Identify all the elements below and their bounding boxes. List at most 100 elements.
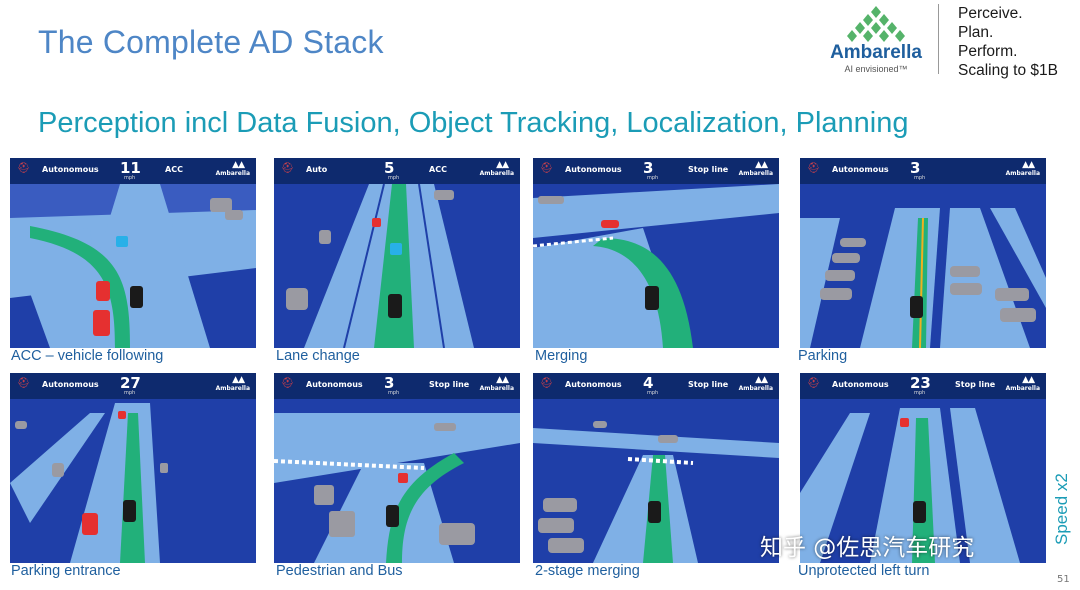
hud-mode: Autonomous bbox=[565, 380, 622, 389]
tile-caption: Parking entrance bbox=[11, 563, 121, 579]
hud-speed: 5 bbox=[384, 159, 395, 177]
driver-icon: ⛑ bbox=[540, 163, 553, 174]
road-scene bbox=[800, 208, 1046, 348]
road-scene bbox=[533, 184, 779, 348]
hud-mode: Autonomous bbox=[42, 380, 99, 389]
scenario-tile-merging: ⛑ Autonomous 3 mph Stop line ▲▲ Ambarell… bbox=[533, 158, 779, 348]
tile-caption: Parking bbox=[798, 348, 848, 364]
hud-brand: Ambarella bbox=[215, 170, 250, 177]
driver-icon: ⛑ bbox=[807, 163, 820, 174]
road-scene bbox=[533, 421, 779, 563]
hud-mode: Autonomous bbox=[832, 380, 889, 389]
scenario-tile-parking: ⛑ Autonomous 3 mph ▲▲ Ambarella bbox=[800, 158, 1046, 348]
hud-logo-icon: ▲▲ bbox=[496, 160, 509, 170]
scenario-tile-unprotected-left-turn: ⛑ Autonomous 23 mph Stop line ▲▲ Ambarel… bbox=[800, 373, 1046, 563]
hud-bar: ⛑ Autonomous 4 mph Stop line ▲▲ Ambarell… bbox=[533, 373, 779, 399]
page-number: 51 bbox=[1057, 574, 1070, 585]
hud-brand: Ambarella bbox=[215, 385, 250, 392]
scenario-tile-parking-entrance: ⛑ Autonomous 27 mph ▲▲ Ambarella bbox=[10, 373, 256, 563]
hud-speed: 3 bbox=[384, 374, 395, 392]
hud-bar: ⛑ Autonomous 3 mph Stop line ▲▲ Ambarell… bbox=[274, 373, 520, 399]
scenario-tile-lane-change: ⛑ Auto 5 mph ACC ▲▲ Ambarella bbox=[274, 158, 520, 348]
tagline-line: Plan. bbox=[958, 24, 994, 41]
driver-icon: ⛑ bbox=[807, 378, 820, 389]
ambarella-logo-icon bbox=[847, 6, 905, 42]
hud-status: Stop line bbox=[688, 165, 729, 174]
tagline-line: Perform. bbox=[958, 43, 1018, 60]
hud-speed: 27 bbox=[120, 374, 141, 392]
hud-logo-icon: ▲▲ bbox=[755, 375, 768, 385]
hud-brand: Ambarella bbox=[1005, 170, 1040, 177]
hud-status: Stop line bbox=[688, 380, 729, 389]
logo-name: Ambarella bbox=[830, 42, 922, 63]
driver-icon: ⛑ bbox=[540, 378, 553, 389]
tile-caption: Pedestrian and Bus bbox=[276, 563, 403, 579]
road-scene bbox=[10, 184, 256, 348]
logo-divider bbox=[938, 4, 939, 74]
hud-brand: Ambarella bbox=[738, 385, 773, 392]
hud-logo-icon: ▲▲ bbox=[755, 160, 768, 170]
hud-mode: Autonomous bbox=[42, 165, 99, 174]
driver-icon: ⛑ bbox=[281, 163, 294, 174]
hud-mode: Autonomous bbox=[565, 165, 622, 174]
hud-unit: mph bbox=[647, 175, 659, 181]
scenario-tile-pedestrian-bus: ⛑ Autonomous 3 mph Stop line ▲▲ Ambarell… bbox=[274, 373, 520, 563]
hud-brand: Ambarella bbox=[479, 170, 514, 177]
hud-logo-icon: ▲▲ bbox=[232, 160, 245, 170]
hud-unit: mph bbox=[124, 390, 136, 396]
hud-unit: mph bbox=[388, 175, 400, 181]
hud-speed: 23 bbox=[910, 374, 931, 392]
hud-logo-icon: ▲▲ bbox=[1022, 375, 1035, 385]
slide-subtitle: Perception incl Data Fusion, Object Trac… bbox=[38, 107, 909, 139]
hud-brand: Ambarella bbox=[479, 385, 514, 392]
road-scene bbox=[10, 403, 168, 563]
hud-speed: 4 bbox=[643, 374, 654, 392]
hud-bar: ⛑ Auto 5 mph ACC ▲▲ Ambarella bbox=[274, 158, 520, 184]
hud-bar: ⛑ Autonomous 3 mph ▲▲ Ambarella bbox=[800, 158, 1046, 184]
hud-bar: ⛑ Autonomous 3 mph Stop line ▲▲ Ambarell… bbox=[533, 158, 779, 184]
road-scene bbox=[800, 408, 1020, 563]
tile-caption: Unprotected left turn bbox=[798, 563, 930, 579]
tile-caption: Lane change bbox=[276, 348, 360, 364]
hud-speed: 3 bbox=[910, 159, 921, 177]
hud-logo-icon: ▲▲ bbox=[232, 375, 245, 385]
slide-title: The Complete AD Stack bbox=[38, 24, 384, 60]
road-scene bbox=[274, 413, 520, 563]
hud-status: ACC bbox=[165, 165, 183, 174]
hud-mode: Autonomous bbox=[306, 380, 363, 389]
tagline-line: Perceive. bbox=[958, 5, 1023, 22]
hud-speed: 3 bbox=[643, 159, 654, 177]
scenario-tile-acc: ⛑ Autonomous 11 mph ACC ▲▲ Ambarella bbox=[10, 158, 256, 348]
tagline: Perceive. Plan. Perform. Scaling to $1B bbox=[958, 4, 1058, 80]
driver-icon: ⛑ bbox=[17, 163, 30, 174]
scenario-tile-two-stage-merging: ⛑ Autonomous 4 mph Stop line ▲▲ Ambarell… bbox=[533, 373, 779, 563]
hud-mode: Autonomous bbox=[832, 165, 889, 174]
hud-brand: Ambarella bbox=[738, 170, 773, 177]
hud-unit: mph bbox=[388, 390, 400, 396]
hud-status: Stop line bbox=[955, 380, 996, 389]
hud-unit: mph bbox=[914, 390, 926, 396]
hud-bar: ⛑ Autonomous 27 mph ▲▲ Ambarella bbox=[10, 373, 256, 399]
hud-speed: 11 bbox=[120, 159, 141, 177]
hud-status: ACC bbox=[429, 165, 447, 174]
logo-block: Ambarella AI envisioned™ bbox=[820, 4, 932, 76]
hud-unit: mph bbox=[914, 175, 926, 181]
hud-unit: mph bbox=[647, 390, 659, 396]
driver-icon: ⛑ bbox=[281, 378, 294, 389]
watermark: 知乎 @佐思汽车研究 bbox=[760, 535, 975, 561]
tagline-line: Scaling to $1B bbox=[958, 62, 1058, 79]
tile-caption: ACC – vehicle following bbox=[11, 348, 164, 364]
logo-tag: AI envisioned™ bbox=[844, 64, 908, 74]
tile-caption: Merging bbox=[535, 348, 588, 364]
hud-bar: ⛑ Autonomous 11 mph ACC ▲▲ Ambarella bbox=[10, 158, 256, 184]
hud-mode: Auto bbox=[306, 165, 328, 174]
tile-caption: 2-stage merging bbox=[535, 563, 640, 579]
hud-brand: Ambarella bbox=[1005, 385, 1040, 392]
hud-logo-icon: ▲▲ bbox=[1022, 160, 1035, 170]
hud-status: Stop line bbox=[429, 380, 470, 389]
driver-icon: ⛑ bbox=[17, 378, 30, 389]
hud-bar: ⛑ Autonomous 23 mph Stop line ▲▲ Ambarel… bbox=[800, 373, 1046, 399]
hud-logo-icon: ▲▲ bbox=[496, 375, 509, 385]
hud-unit: mph bbox=[124, 175, 136, 181]
speed-note: Speed x2 bbox=[1052, 473, 1071, 545]
